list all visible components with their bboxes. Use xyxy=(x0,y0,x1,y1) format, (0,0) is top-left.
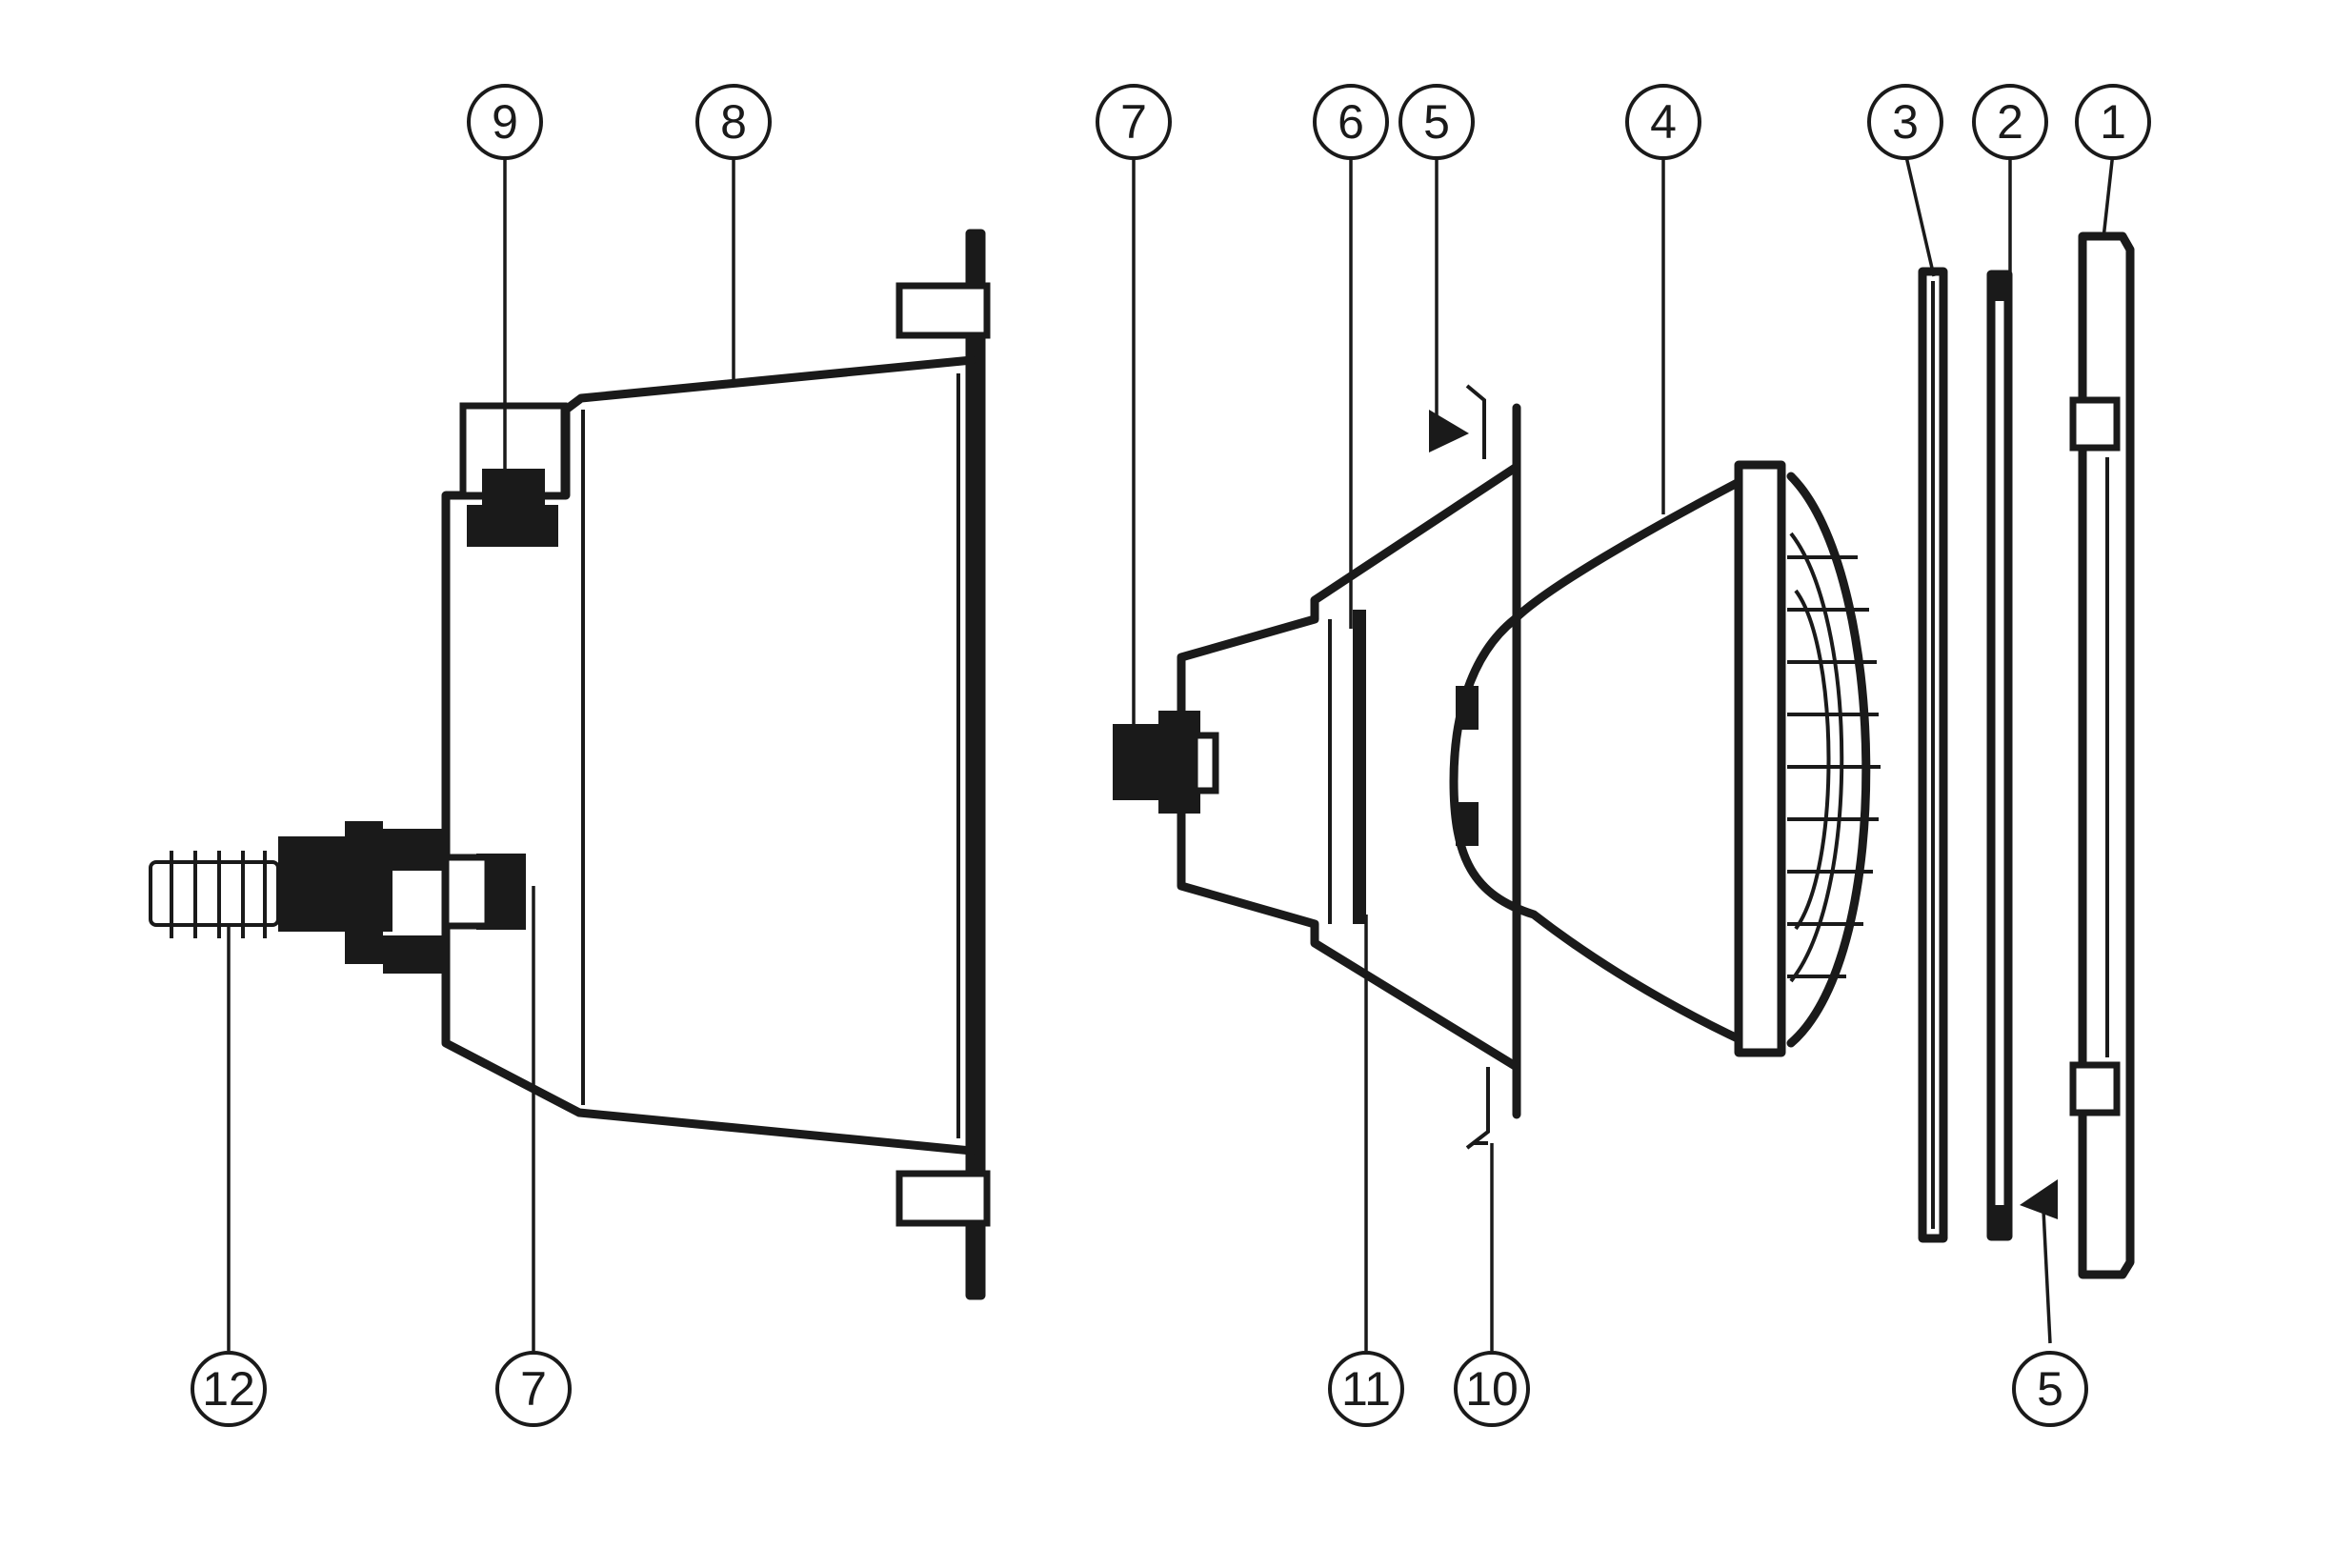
callout-label: 7 xyxy=(1120,95,1147,149)
callout-label: 11 xyxy=(1341,1362,1391,1416)
callout-12: 12 xyxy=(191,1351,267,1427)
callout-3: 3 xyxy=(1867,84,1943,160)
callout-label: 2 xyxy=(1997,95,2023,149)
callout-7-bottom: 7 xyxy=(495,1351,572,1427)
callout-4: 4 xyxy=(1625,84,1701,160)
callout-9: 9 xyxy=(467,84,543,160)
callout-label: 8 xyxy=(720,95,747,149)
callout-label: 3 xyxy=(1892,95,1919,149)
part-face-rim xyxy=(2069,231,2135,1279)
callout-label: 7 xyxy=(520,1362,547,1416)
callout-label: 9 xyxy=(492,95,518,149)
callout-label: 4 xyxy=(1650,95,1677,149)
callout-label: 6 xyxy=(1338,95,1364,149)
callout-6: 6 xyxy=(1313,84,1389,160)
callout-label: 12 xyxy=(202,1362,255,1416)
leader-lines xyxy=(227,151,2115,1351)
part-lens-ring xyxy=(1986,270,2058,1241)
part-gasket xyxy=(1918,267,1948,1243)
callout-5-top: 5 xyxy=(1398,84,1475,160)
callout-1: 1 xyxy=(2075,84,2151,160)
callout-11: 11 xyxy=(1328,1351,1404,1427)
callout-label: 5 xyxy=(1423,95,1450,149)
callout-8: 8 xyxy=(695,84,772,160)
part-reflector xyxy=(1113,384,1521,1150)
callout-label: 1 xyxy=(2100,95,2126,149)
part-hose-fitting xyxy=(149,821,448,974)
callout-5-bottom: 5 xyxy=(2012,1351,2088,1427)
callout-7-top: 7 xyxy=(1096,84,1172,160)
callout-label: 10 xyxy=(1465,1362,1519,1416)
callout-10: 10 xyxy=(1454,1351,1530,1427)
part-housing xyxy=(441,229,991,1300)
part-lamp xyxy=(1449,460,1881,1057)
callout-2: 2 xyxy=(1972,84,2048,160)
callout-label: 5 xyxy=(2037,1362,2063,1416)
